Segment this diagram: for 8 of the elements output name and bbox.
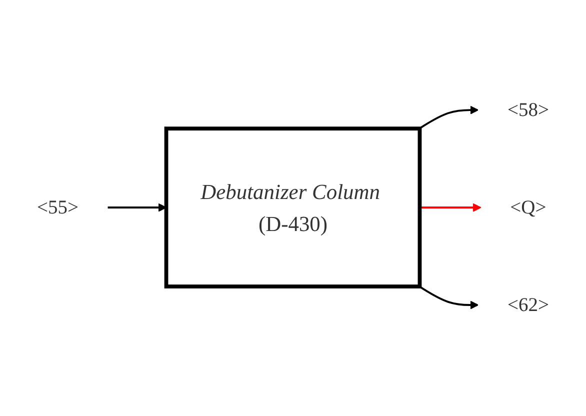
arrow (418, 286, 479, 310)
arrow (418, 106, 479, 130)
node-text: <55> (37, 197, 79, 219)
node-box: Debutanizer Column (D-430) (164, 127, 422, 289)
arrow (420, 204, 482, 212)
node-text: <62> (507, 294, 549, 316)
node-text: <58> (507, 100, 549, 122)
node-text: <Q> (510, 197, 546, 219)
